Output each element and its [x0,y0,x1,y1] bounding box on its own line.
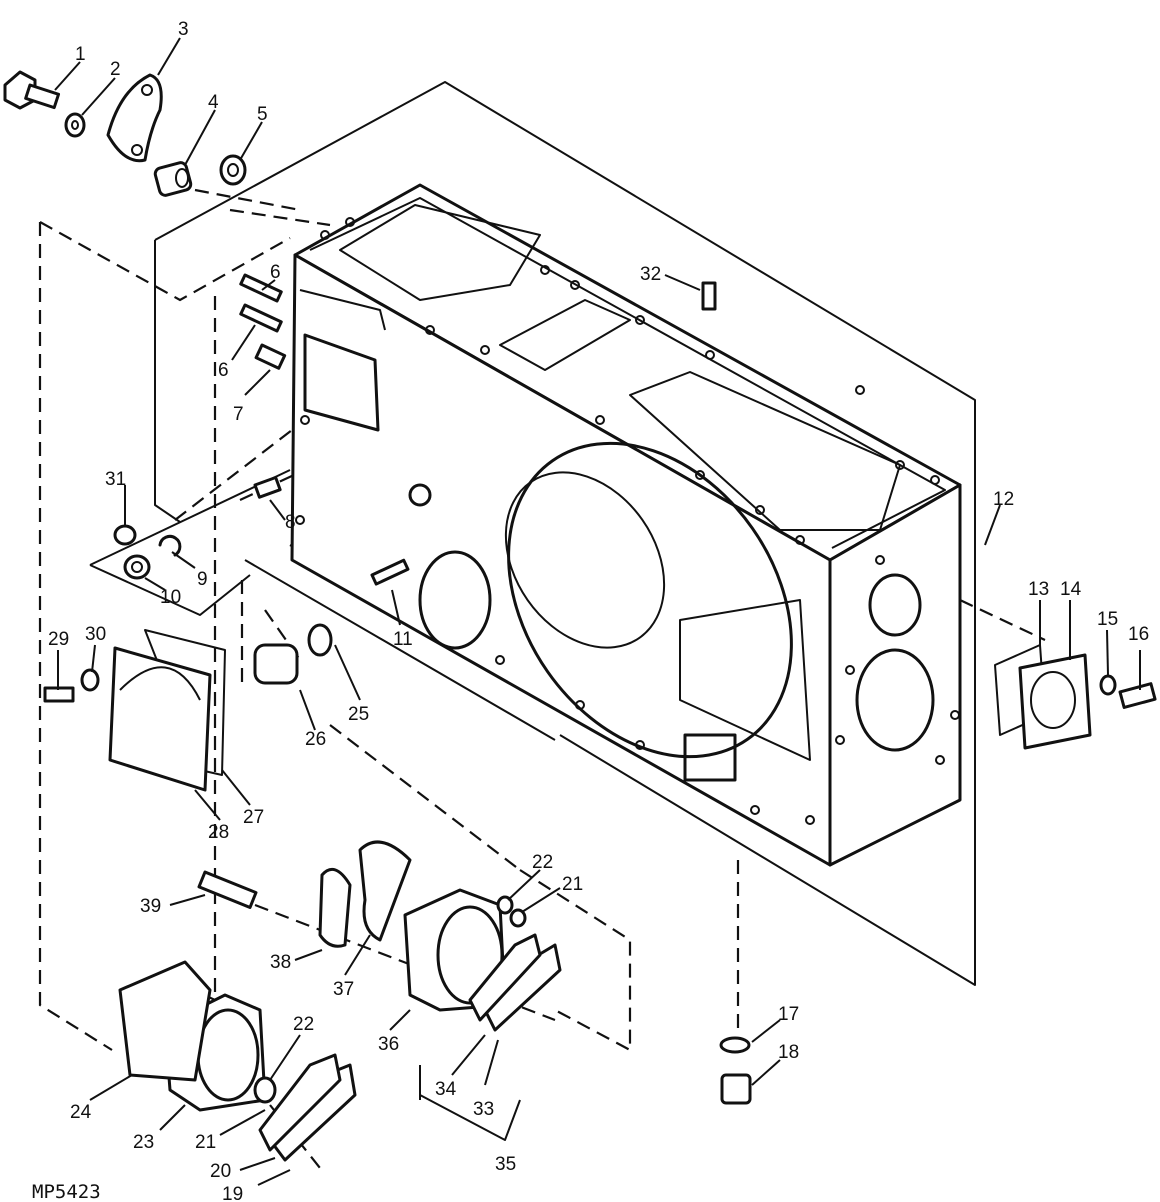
part-33-34-shims [468,933,562,1032]
callout-17: 17 [778,1004,799,1025]
callout-8: 8 [285,512,296,533]
part-8-spring [253,475,282,499]
part-16-bolt [1118,682,1157,709]
part-39-bolt [197,870,258,909]
callout-21a: 21 [195,1132,216,1153]
callout-19: 19 [222,1184,243,1202]
callout-13: 13 [1028,579,1049,600]
part-7-spring [254,343,287,370]
callout-4: 4 [208,92,219,113]
callout-35: 35 [495,1154,516,1175]
figure-id: MP5423 [32,1181,101,1202]
callout-24: 24 [70,1102,92,1123]
part-24-plate [118,960,212,1082]
part-37-shim [358,840,412,942]
part-15-lockwasher [1099,674,1117,696]
callout-38: 38 [270,952,291,973]
callout-1: 1 [75,44,86,65]
callout-33: 33 [473,1099,494,1120]
callout-22a: 22 [293,1014,314,1035]
callout-36: 36 [378,1034,399,1055]
callout-12: 12 [993,489,1014,510]
callout-21b: 21 [562,874,583,895]
callout-14: 14 [1060,579,1082,600]
callout-37: 37 [333,979,354,1000]
callout-32: 32 [640,264,661,285]
callout-34: 34 [435,1079,457,1100]
part-25-o-ring [307,623,333,657]
part-3-lock-plate [106,73,163,163]
callout-9: 9 [197,569,208,590]
callout-15: 15 [1097,609,1118,630]
part-4-bushing [153,161,193,197]
transmission-case [290,183,962,867]
part-28-cover [108,646,212,792]
part-26-plug [253,643,299,685]
callout-23: 23 [133,1132,154,1153]
callout-30: 30 [85,624,106,645]
part-6-studs [239,273,283,333]
callout-3: 3 [178,19,189,40]
part-19-20-shims [258,1053,357,1162]
callout-6a: 6 [270,262,281,283]
part-21-22-snap-rings [253,895,527,1104]
callout-39: 39 [140,896,161,917]
callout-25: 25 [348,704,369,725]
callout-2: 2 [110,59,121,80]
part-31-bushing [113,524,137,546]
part-14-cover [1018,653,1092,750]
callout-6b: 6 [218,360,229,381]
callout-11: 11 [393,629,413,650]
part-2-washer [64,112,86,138]
part-9-snap-ring [158,534,182,557]
part-17-washer [719,1036,751,1054]
callout-labels: 1 2 3 4 5 6 6 7 8 9 10 11 12 13 14 15 16… [48,19,1149,1202]
part-1-bolt [3,70,61,110]
part-32-dowel [701,281,717,311]
part-5-nut [219,154,247,186]
part-11-dowel [370,558,410,586]
callout-20: 20 [210,1161,231,1182]
callout-18: 18 [778,1042,799,1063]
part-30-lockwasher [80,668,100,692]
callout-leader-lines [54,37,1141,1186]
callout-22b: 22 [532,852,553,873]
callout-16: 16 [1128,624,1149,645]
callout-5: 5 [257,104,268,125]
callout-26: 26 [305,729,326,750]
callout-29: 29 [48,629,69,650]
part-38-shim [318,867,352,948]
callout-31: 31 [105,469,126,490]
part-18-drain-plug [720,1073,752,1105]
callout-27: 27 [243,807,264,828]
callout-7: 7 [233,404,244,425]
callout-28: 28 [208,822,229,843]
callout-10: 10 [160,587,181,608]
part-10-bushing [123,554,151,580]
